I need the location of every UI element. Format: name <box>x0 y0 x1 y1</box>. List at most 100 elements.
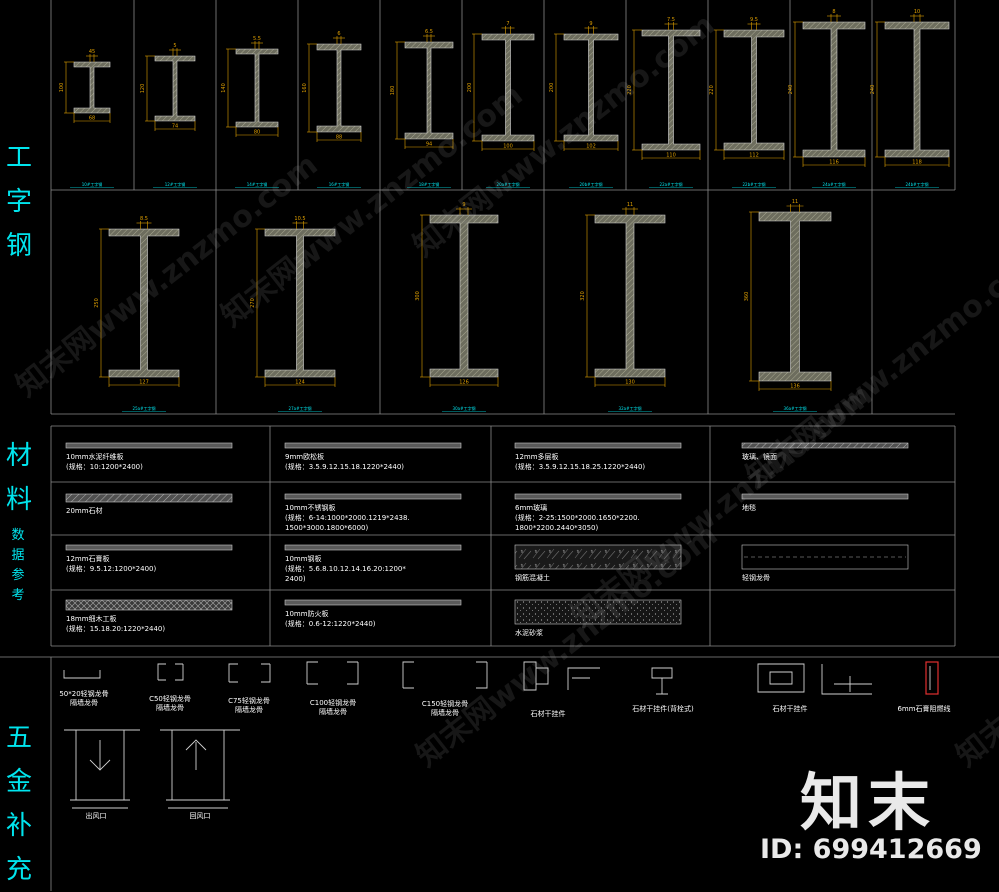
width-label: 88 <box>336 135 342 141</box>
material-label-line: 地毯 <box>742 504 756 512</box>
channel-c100 <box>306 661 359 685</box>
label-char: 据 <box>11 548 25 563</box>
material-label-m10: 10mm钢板(规格：5.6.8.10.12.14.16.20:1200*2400… <box>285 554 406 584</box>
label-hardware: 五 金 补 充 <box>6 716 33 892</box>
channel-50x20 <box>63 670 101 679</box>
return-vent <box>160 729 240 809</box>
flange-label: 9.5 <box>750 17 758 23</box>
flange-label: 6 <box>337 31 340 37</box>
beam-caption: 10#工字钢 <box>82 181 102 187</box>
beam-section <box>723 29 785 151</box>
beam-caption: 25a#工字钢 <box>133 405 156 411</box>
height-label: 240 <box>788 85 794 95</box>
flange-label: 9 <box>589 21 592 27</box>
hardware-label-line: 石材干挂件 <box>772 705 808 713</box>
beam-caption: 36a#工字钢 <box>784 405 807 411</box>
flange-label: 7.5 <box>667 17 675 23</box>
material-label-m1: 10mm水泥纤维板 (规格：10:1200*2400) <box>66 452 143 472</box>
material-label-line: 10mm防火板 <box>285 610 329 618</box>
beam-section <box>758 211 832 382</box>
material-label-line: 1500*3000.1800*6000) <box>285 524 369 532</box>
height-label: 220 <box>709 85 715 95</box>
label-char: 充 <box>6 855 33 885</box>
beam-caption: 22a#工字钢 <box>660 181 683 187</box>
material-label-m8: 地毯 <box>742 503 756 513</box>
channel-c75 <box>228 663 271 683</box>
hardware-drawings <box>63 661 939 809</box>
material-label-m11: 钢筋混凝土 <box>515 573 550 583</box>
hardware-label-line: 隔墙龙骨 <box>156 704 184 712</box>
height-label: 220 <box>627 85 633 95</box>
hardware-label-line: 隔墙龙骨 <box>431 709 459 717</box>
stone-clip-back <box>651 667 673 695</box>
channel-c50 <box>157 663 184 681</box>
width-label: 102 <box>586 144 596 150</box>
height-label: 200 <box>549 83 555 93</box>
flange-label: 10.5 <box>294 216 305 222</box>
width-label: 68 <box>89 116 95 122</box>
beam-row-1: 100684510#工字钢12074512#工字钢140805.514#工字钢1… <box>59 9 950 188</box>
material-label-line: (规格：9.5.12:1200*2400) <box>66 565 157 573</box>
channel-c150 <box>402 661 488 689</box>
beam-caption: 12#工字钢 <box>165 181 185 187</box>
hardware-label-line: 石材干挂件 <box>530 710 566 718</box>
width-label: 112 <box>749 153 759 159</box>
hardware-label-h1: 50*20轻钢龙骨隔墙龙骨 <box>44 690 124 708</box>
label-char: 五 <box>6 723 33 753</box>
hardware-label-h8: 石材干挂件 <box>750 705 830 714</box>
material-label-line: 水泥砂浆 <box>515 629 543 637</box>
beam-section <box>594 214 666 378</box>
hardware-label-line: C100轻钢龙骨 <box>309 699 357 707</box>
material-label-line: (规格：10:1200*2400) <box>66 463 143 471</box>
hardware-label-h4: C100轻钢龙骨隔墙龙骨 <box>293 699 373 717</box>
label-char: 材 <box>6 441 33 471</box>
beam-caption: 27a#工字钢 <box>289 405 312 411</box>
gypsum-line <box>925 661 939 695</box>
material-label-line: (规格：3.5.9.12.15.18.25.1220*2440) <box>515 463 646 471</box>
material-label-line: (规格：15.18.20:1220*2440) <box>66 625 166 633</box>
width-label: 127 <box>139 380 149 386</box>
hardware-label-line: 50*20轻钢龙骨 <box>59 690 109 698</box>
height-label: 180 <box>390 86 396 96</box>
label-materials: 材 料 数 据 参 考 <box>6 434 33 606</box>
beam-section <box>802 21 866 158</box>
beam-row-2: 2501278.525a#工字钢27012410.527a#工字钢3001269… <box>94 199 832 412</box>
label-char: 料 <box>6 485 33 515</box>
height-label: 160 <box>302 83 308 93</box>
beam-caption: 16#工字钢 <box>329 181 349 187</box>
material-label-line: 12mm多层板 <box>515 453 559 461</box>
height-label: 140 <box>221 83 227 93</box>
flange-label: 45 <box>89 49 95 55</box>
material-label-line: 轻钢龙骨 <box>742 574 770 582</box>
material-label-m4: 玻璃、镜面 <box>742 452 777 462</box>
beam-caption: 22b#工字钢 <box>743 181 766 187</box>
i-beam-b09: 220 112 9.5 22b#工字钢 <box>709 17 785 188</box>
material-swatch-m9 <box>65 544 233 551</box>
material-label-line: 2400) <box>285 575 306 583</box>
material-label-line: 1800*2200.2440*3050) <box>515 524 599 532</box>
beam-section <box>316 43 362 133</box>
width-label: 118 <box>912 160 922 166</box>
hardware-label-h10: 出风口 <box>56 812 136 821</box>
hardware-label-h6: 石材干挂件 <box>508 710 588 719</box>
beam-caption: 24b#工字钢 <box>906 181 929 187</box>
hardware-label-line: C150轻钢龙骨 <box>421 700 469 708</box>
beam-caption: 32a#工字钢 <box>619 405 642 411</box>
flange-label: 7 <box>506 21 509 27</box>
stone-bracket <box>821 664 872 695</box>
material-swatch-m13 <box>65 599 233 611</box>
material-swatch-m14 <box>284 599 462 606</box>
material-label-line: 10mm水泥纤维板 <box>66 453 124 461</box>
hardware-label-line: 隔墙龙骨 <box>319 708 347 716</box>
width-label: 130 <box>625 380 635 386</box>
material-label-m12: 轻钢龙骨 <box>742 573 770 583</box>
height-label: 250 <box>94 298 100 308</box>
material-label-line: 10mm不锈钢板 <box>285 504 336 512</box>
material-label-line: 20mm石材 <box>66 507 103 515</box>
beam-section <box>884 21 950 158</box>
